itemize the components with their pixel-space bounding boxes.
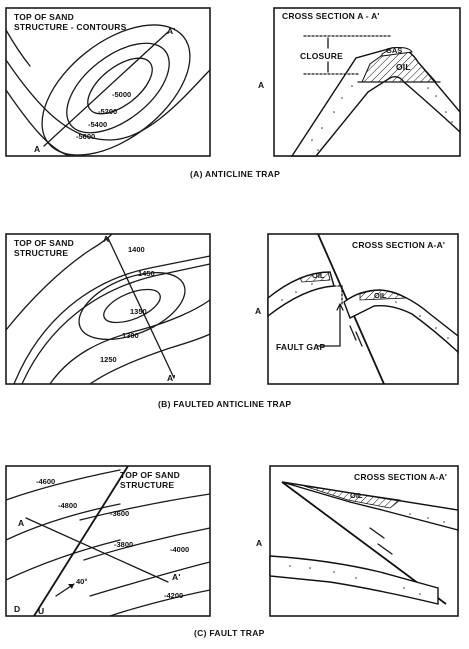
contour-3600 [79, 493, 211, 521]
gas-label-a: GAS [386, 46, 402, 55]
contour-label-4000: -4000 [170, 545, 189, 554]
map-title-c-2: STRUCTURE [120, 480, 174, 490]
fault-gap-label: FAULT GAP [276, 342, 325, 352]
caption-c: (C) FAULT TRAP [194, 628, 265, 638]
contour-label-1400: 1400 [128, 245, 145, 254]
panel-c-section: CROSS SECTION A-A' OIL A [256, 465, 459, 617]
panel-c-map-frame [5, 465, 211, 617]
section-line-a [43, 31, 169, 147]
contour-label-3600: -3600 [110, 509, 129, 518]
contour-outer [5, 89, 71, 157]
contour-3800 [83, 527, 211, 561]
contour-5000 [87, 57, 153, 115]
section-title-a: CROSS SECTION A - A' [282, 11, 380, 21]
panel-a-section-frame [273, 7, 461, 157]
fault-arrow-c-2 [377, 543, 393, 555]
sand-layer-c-lower [269, 555, 439, 605]
panel-c-map: TOP OF SAND STRUCTURE -4600 -4800 -3600 … [5, 465, 211, 617]
point-a-label-b: A [103, 234, 109, 244]
contour-1200-b [89, 333, 211, 385]
panel-b-map: TOP OF SAND STRUCTURE A A' 1400 1450 135… [5, 233, 211, 385]
panel-a-map: TOP OF SAND STRUCTURE - CONTOURS A A' -5… [5, 7, 211, 157]
panel-a-map-frame [5, 7, 211, 157]
contour-label-1300: 1300 [122, 331, 139, 340]
point-a-prime-label: A' [167, 26, 176, 36]
panel-b-section: CROSS SECTION A-A' OIL OIL FAULT GAP A [255, 233, 459, 385]
oil-label-b-left: OIL [312, 271, 325, 280]
contour-label-4200: -4200 [164, 591, 183, 600]
fault-arrow-c-1 [369, 527, 385, 539]
map-title-a-1: TOP OF SAND [14, 12, 74, 22]
map-title-b-1: TOP OF SAND [14, 238, 74, 248]
point-a-prime-label-c: A' [172, 572, 181, 582]
point-a-label-c: A [18, 518, 24, 528]
contour-label-5600: -5600 [76, 132, 95, 141]
section-title-b: CROSS SECTION A-A' [352, 240, 445, 250]
contour-4600 [5, 469, 121, 501]
point-a-prime-label-b: A' [167, 373, 176, 383]
fault-gap-arrow [336, 303, 344, 311]
section-a-label-b: A [255, 306, 261, 316]
map-title-a-2: STRUCTURE - CONTOURS [14, 22, 127, 32]
oil-label-a: OIL [396, 62, 411, 72]
fault-arrow-2 [355, 331, 363, 347]
sand-dots-b [281, 283, 449, 339]
map-title-c-1: TOP OF SAND [120, 470, 180, 480]
contour-outer-2 [5, 29, 31, 67]
contour-1300 [78, 271, 186, 341]
fault-trace-c [33, 465, 129, 617]
oil-zone-c [303, 485, 401, 509]
oil-label-b-right: OIL [374, 291, 387, 300]
section-line-b [107, 237, 175, 379]
contour-5200 [66, 42, 170, 134]
sand-dots-c [289, 513, 445, 595]
contour-4900 [5, 539, 121, 581]
upthrown-label: U [38, 606, 44, 616]
panel-c-section-frame [269, 465, 459, 617]
fault-arrow-1 [349, 325, 357, 341]
sand-dots-a [311, 85, 453, 151]
contour-5600 [5, 59, 211, 141]
dip-arrow-head [68, 584, 74, 589]
contour-label-5200: -5200 [98, 107, 117, 116]
contour-label-1250: 1250 [100, 355, 117, 364]
contour-label-1450: 1450 [138, 269, 155, 278]
contour-1350 [103, 288, 161, 324]
map-title-b-2: STRUCTURE [14, 248, 68, 258]
contour-1400-b [5, 233, 113, 331]
closure-label: CLOSURE [300, 51, 343, 61]
contour-label-1350: 1350 [130, 307, 147, 316]
contour-label-4600: -4600 [36, 477, 55, 486]
contour-label-3800: -3800 [114, 540, 133, 549]
oil-zone-b-right [359, 289, 408, 301]
contour-4000 [89, 561, 211, 597]
fault-trace-b-1 [13, 255, 211, 385]
oil-label-c: OIL [350, 491, 363, 500]
downthrown-label: D [14, 604, 20, 614]
sand-layer-b-right [343, 289, 459, 354]
contour-label-4800: -4800 [58, 501, 77, 510]
panel-b-map-frame [5, 233, 211, 385]
contour-1250-b [49, 299, 211, 385]
panel-a-section: CROSS SECTION A - A' CLOSURE GAS OIL A [258, 7, 461, 157]
caption-a: (A) ANTICLINE TRAP [190, 169, 280, 179]
oil-zone-b-left [299, 271, 331, 283]
contour-label-5000: -5000 [112, 90, 131, 99]
section-a-label-a: A [258, 80, 264, 90]
contour-label-5400: -5400 [88, 120, 107, 129]
contour-4800 [5, 503, 121, 541]
contour-4200 [109, 589, 211, 617]
point-a-label: A [34, 144, 40, 154]
gas-zone-a [381, 47, 413, 57]
section-title-c: CROSS SECTION A-A' [354, 472, 447, 482]
sand-layer-c-upper [281, 481, 459, 531]
caption-b: (B) FAULTED ANTICLINE TRAP [158, 399, 291, 409]
section-line-c [25, 517, 169, 583]
section-a-label-c: A [256, 538, 262, 548]
dip-label: 40° [76, 577, 87, 586]
